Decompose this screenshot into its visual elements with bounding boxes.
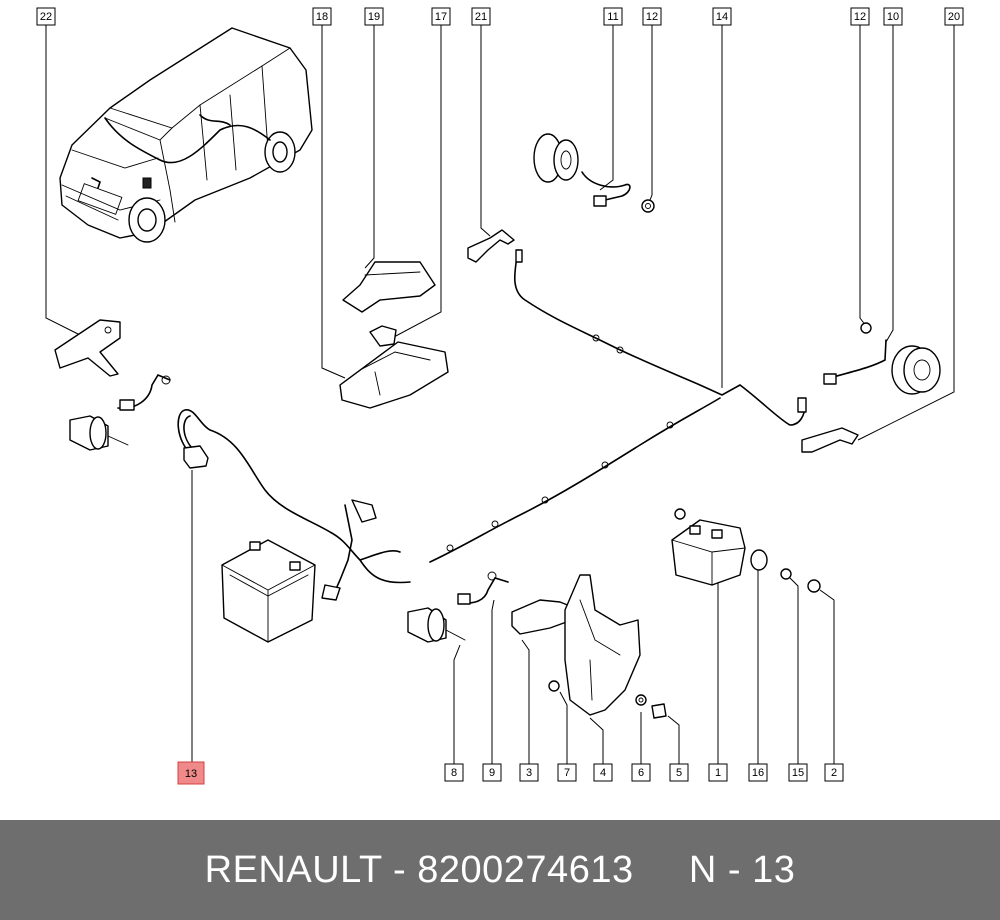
callout-8: 8 bbox=[444, 763, 464, 782]
svg-text:6: 6 bbox=[638, 767, 644, 779]
svg-text:18: 18 bbox=[316, 11, 328, 23]
callout-13-highlighted: 13 bbox=[177, 761, 205, 785]
svg-text:19: 19 bbox=[368, 11, 380, 23]
harness-14 bbox=[429, 249, 807, 563]
svg-text:14: 14 bbox=[716, 11, 728, 23]
svg-text:11: 11 bbox=[607, 11, 618, 23]
callout-16: 16 bbox=[748, 763, 768, 782]
svg-text:5: 5 bbox=[676, 767, 682, 779]
callout-18: 18 bbox=[312, 7, 332, 26]
callout-20: 20 bbox=[944, 7, 964, 26]
footer-bar: RENAULT - 8200274613 N - 13 bbox=[0, 820, 1000, 920]
bracket-assembly-18-19-17 bbox=[339, 261, 449, 409]
rear-sensor-11-12 bbox=[533, 133, 655, 213]
svg-text:2: 2 bbox=[831, 767, 837, 779]
callout-7: 7 bbox=[557, 763, 577, 782]
callout-12-right: 12 bbox=[850, 7, 870, 26]
callout-14: 14 bbox=[712, 7, 732, 26]
svg-text:20: 20 bbox=[948, 11, 960, 23]
callout-6: 6 bbox=[631, 763, 651, 782]
callout-17: 17 bbox=[431, 7, 451, 26]
harness-13 bbox=[177, 409, 411, 601]
svg-text:1: 1 bbox=[715, 767, 721, 779]
front-left-sensor bbox=[69, 373, 171, 451]
callout-1: 1 bbox=[708, 763, 728, 782]
svg-text:17: 17 bbox=[435, 11, 447, 23]
callout-2: 2 bbox=[824, 763, 844, 782]
bracket-20 bbox=[801, 427, 859, 453]
callout-10: 10 bbox=[883, 7, 903, 26]
bracket-21 bbox=[467, 229, 515, 263]
svg-text:7: 7 bbox=[564, 767, 570, 779]
part-number-caption: RENAULT - 8200274613 N - 13 bbox=[204, 848, 796, 891]
callout-12-upper: 12 bbox=[642, 7, 662, 26]
svg-text:8: 8 bbox=[451, 767, 457, 779]
callout-3: 3 bbox=[519, 763, 539, 782]
rear-sensor-12-10 bbox=[823, 322, 941, 395]
svg-text:22: 22 bbox=[40, 11, 52, 23]
callout-15: 15 bbox=[788, 763, 808, 782]
parts-diagram: 22 18 19 17 21 11 12 14 12 10 20 13 8 9 … bbox=[36, 7, 964, 785]
callout-11: 11 bbox=[603, 7, 623, 26]
callout-5: 5 bbox=[669, 763, 689, 782]
bracket-22 bbox=[54, 319, 121, 377]
svg-text:12: 12 bbox=[646, 11, 658, 23]
callout-9: 9 bbox=[482, 763, 502, 782]
svg-text:12: 12 bbox=[854, 11, 866, 23]
battery bbox=[221, 539, 316, 643]
abs-unit-1 bbox=[671, 508, 821, 593]
callout-4: 4 bbox=[593, 763, 613, 782]
callouts: 22 18 19 17 21 11 12 14 12 10 20 13 8 9 … bbox=[36, 7, 964, 785]
svg-text:4: 4 bbox=[600, 767, 606, 779]
svg-text:13: 13 bbox=[185, 768, 197, 780]
callout-21: 21 bbox=[471, 7, 491, 26]
leader-lines bbox=[45, 25, 955, 764]
svg-text:15: 15 bbox=[792, 767, 804, 779]
callout-19: 19 bbox=[364, 7, 384, 26]
callout-22: 22 bbox=[36, 7, 56, 26]
vehicle-illustration bbox=[59, 27, 313, 243]
bracket-4 bbox=[548, 574, 667, 719]
svg-text:9: 9 bbox=[489, 767, 495, 779]
svg-text:3: 3 bbox=[526, 767, 532, 779]
svg-text:10: 10 bbox=[887, 11, 899, 23]
front-right-sensor bbox=[407, 571, 576, 643]
svg-text:16: 16 bbox=[752, 767, 764, 779]
svg-text:21: 21 bbox=[475, 11, 487, 23]
